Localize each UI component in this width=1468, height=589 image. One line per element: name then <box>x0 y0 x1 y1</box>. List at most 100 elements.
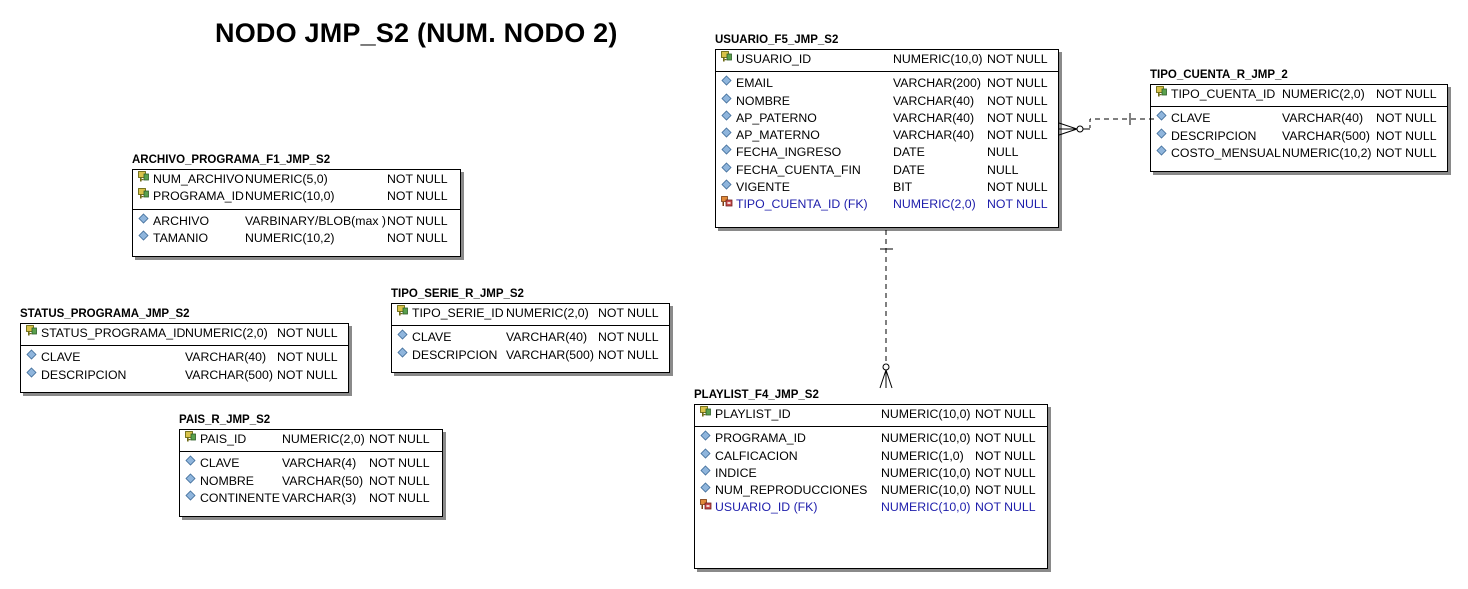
column-name: USUARIO_ID <box>736 52 812 66</box>
attribute-row[interactable]: CLAVE VARCHAR(40) NOT NULL <box>392 329 669 346</box>
primary-key-row[interactable]: TIPO_SERIE_ID NUMERIC(2,0) NOT NULL <box>392 305 669 322</box>
column-name: DESCRIPCION <box>412 347 498 362</box>
attribute-row[interactable]: NOMBRE VARCHAR(50) NOT NULL <box>180 473 442 490</box>
column-name: NOMBRE <box>736 93 790 108</box>
entity-tipo-serie[interactable]: TIPO_SERIE_R_JMP_S2 TIPO_SERIE_ID NUMERI… <box>391 287 670 373</box>
attribute-row[interactable]: DESCRIPCION VARCHAR(500) NOT NULL <box>392 347 669 364</box>
foreign-key-icon <box>700 499 712 510</box>
attribute-row[interactable]: AP_MATERNO VARCHAR(40) NOT NULL <box>716 127 1058 144</box>
column-nullability: NULL <box>987 162 1019 177</box>
entity-name: TIPO_SERIE_R_JMP_S2 <box>391 288 524 300</box>
column-nullability: NOT NULL <box>1376 145 1437 160</box>
attributes-section: PROGRAMA_ID NUMERIC(10,0) NOT NULL CALFI… <box>695 427 1047 516</box>
attribute-diamond-icon <box>700 448 711 459</box>
column-name: PROGRAMA_ID <box>153 189 244 204</box>
attribute-row[interactable]: INDICE NUMERIC(10,0) NOT NULL <box>695 465 1047 482</box>
entity-name: ARCHIVO_PROGRAMA_F1_JMP_S2 <box>132 154 331 166</box>
relationship-tipo-cuenta-usuario[interactable] <box>1058 113 1154 136</box>
attribute-row[interactable]: NUM_REPRODUCCIONES NUMERIC(10,0) NOT NUL… <box>695 482 1047 499</box>
attribute-diamond-icon <box>721 144 732 156</box>
column-nullability: NOT NULL <box>975 500 1036 515</box>
column-type: VARCHAR(40) <box>185 350 267 365</box>
attribute-row[interactable]: AP_PATERNO VARCHAR(40) NOT NULL <box>716 110 1058 127</box>
column-type: VARCHAR(40) <box>1282 111 1364 126</box>
attribute-diamond-icon <box>721 75 732 86</box>
column-type: NUMERIC(2,0) <box>1282 87 1365 101</box>
entity-box: TIPO_CUENTA_ID NUMERIC(2,0) NOT NULL CLA… <box>1150 84 1448 172</box>
column-nullability: NOT NULL <box>598 306 659 320</box>
foreign-key-row[interactable]: TIPO_CUENTA_ID (FK) NUMERIC(2,0) NOT NUL… <box>716 196 1058 213</box>
column-nullability: NOT NULL <box>369 456 430 471</box>
column-nullability: NOT NULL <box>387 230 448 245</box>
attributes-section: EMAIL VARCHAR(200) NOT NULL NOMBRE VARCH… <box>716 72 1058 213</box>
primary-key-section: NUM_ARCHIVO NUMERIC(5,0) NOT NULL PROGRA… <box>133 170 460 210</box>
entity-playlist[interactable]: PLAYLIST_F4_JMP_S2 PLAYLIST_ID NUMERIC(1… <box>694 388 1048 569</box>
primary-key-row[interactable]: PROGRAMA_ID NUMERIC(10,0) NOT NULL <box>133 188 460 205</box>
attribute-row[interactable]: NOMBRE VARCHAR(40) NOT NULL <box>716 93 1058 110</box>
attribute-row[interactable]: CLAVE VARCHAR(40) NOT NULL <box>21 349 348 366</box>
column-name: TAMANIO <box>153 230 209 245</box>
column-name: AP_PATERNO <box>736 110 817 125</box>
entity-box: USUARIO_ID NUMERIC(10,0) NOT NULL EMAIL … <box>715 49 1059 228</box>
column-nullability: NOT NULL <box>387 189 448 204</box>
column-name: FECHA_INGRESO <box>736 145 842 160</box>
entity-pais[interactable]: PAIS_R_JMP_S2 PAIS_ID NUMERIC(2,0) NOT N… <box>179 413 443 517</box>
attribute-row[interactable]: ARCHIVO VARBINARY/BLOB(max ) NOT NULL <box>133 213 460 230</box>
attribute-diamond-icon <box>397 329 408 340</box>
column-name: NUM_ARCHIVO <box>153 172 244 186</box>
column-name: PROGRAMA_ID <box>715 431 806 446</box>
primary-key-row[interactable]: USUARIO_ID NUMERIC(10,0) NOT NULL <box>716 51 1058 68</box>
primary-key-row[interactable]: PLAYLIST_ID NUMERIC(10,0) NOT NULL <box>695 406 1047 423</box>
attribute-row[interactable]: COSTO_MENSUAL NUMERIC(10,2) NOT NULL <box>1151 145 1447 162</box>
primary-key-section: TIPO_CUENTA_ID NUMERIC(2,0) NOT NULL <box>1151 85 1447 108</box>
entity-status-programa[interactable]: STATUS_PROGRAMA_JMP_S2 STATUS_PROGRAMA_I… <box>20 307 349 393</box>
primary-key-row[interactable]: TIPO_CUENTA_ID NUMERIC(2,0) NOT NULL <box>1151 86 1447 103</box>
column-type: VARCHAR(200) <box>893 76 981 91</box>
crow-foot-left <box>879 369 887 389</box>
column-type: NUMERIC(10,0) <box>881 407 971 421</box>
column-nullability: NOT NULL <box>975 465 1036 480</box>
column-nullability: NOT NULL <box>975 483 1036 498</box>
entity-usuario[interactable]: USUARIO_F5_JMP_S2 USUARIO_ID NUMERIC(10,… <box>715 33 1059 228</box>
attributes-section: CLAVE VARCHAR(4) NOT NULL NOMBRE VARCHAR… <box>180 452 442 507</box>
column-name: TIPO_CUENTA_ID (FK) <box>736 197 868 212</box>
attribute-diamond-icon <box>138 230 149 241</box>
column-name: PLAYLIST_ID <box>715 407 791 421</box>
column-type: VARCHAR(500) <box>185 367 273 382</box>
primary-key-row[interactable]: PAIS_ID NUMERIC(2,0) NOT NULL <box>180 431 442 448</box>
attribute-row[interactable]: CALFICACION NUMERIC(1,0) NOT NULL <box>695 448 1047 465</box>
column-name: COSTO_MENSUAL <box>1171 145 1281 160</box>
attribute-row[interactable]: DESCRIPCION VARCHAR(500) NOT NULL <box>1151 128 1447 145</box>
column-name: CONTINENTE <box>200 490 280 505</box>
attribute-row[interactable]: DESCRIPCION VARCHAR(500) NOT NULL <box>21 367 348 384</box>
attribute-row[interactable]: VIGENTE BIT NOT NULL <box>716 179 1058 196</box>
attribute-row[interactable]: EMAIL VARCHAR(200) NOT NULL <box>716 75 1058 92</box>
relationship-usuario-playlist[interactable] <box>879 230 893 389</box>
primary-key-row[interactable]: NUM_ARCHIVO NUMERIC(5,0) NOT NULL <box>133 171 460 188</box>
attributes-section: CLAVE VARCHAR(40) NOT NULL DESCRIPCION V… <box>1151 107 1447 162</box>
column-nullability: NOT NULL <box>1376 111 1437 126</box>
column-name: NOMBRE <box>200 473 254 488</box>
key-icon <box>138 188 149 199</box>
attribute-row[interactable]: CONTINENTE VARCHAR(3) NOT NULL <box>180 490 442 507</box>
entity-box: STATUS_PROGRAMA_ID NUMERIC(2,0) NOT NULL… <box>20 323 349 393</box>
attribute-row[interactable]: FECHA_CUENTA_FIN DATE NULL <box>716 162 1058 179</box>
column-nullability: NOT NULL <box>369 473 430 488</box>
column-type: NUMERIC(10,0) <box>893 52 983 66</box>
attribute-row[interactable]: TAMANIO NUMERIC(10,2) NOT NULL <box>133 230 460 247</box>
entity-archivo-programa[interactable]: ARCHIVO_PROGRAMA_F1_JMP_S2 NUM_ARCHIVO N… <box>132 153 461 257</box>
column-type: VARCHAR(40) <box>893 110 975 125</box>
foreign-key-row[interactable]: USUARIO_ID (FK) NUMERIC(10,0) NOT NULL <box>695 499 1047 516</box>
column-nullability: NOT NULL <box>1376 87 1437 101</box>
entity-name: PAIS_R_JMP_S2 <box>179 414 271 426</box>
attribute-row[interactable]: FECHA_INGRESO DATE NULL <box>716 144 1058 161</box>
attribute-row[interactable]: PROGRAMA_ID NUMERIC(10,0) NOT NULL <box>695 430 1047 447</box>
column-type: NUMERIC(2,0) <box>506 306 589 320</box>
primary-key-section: PLAYLIST_ID NUMERIC(10,0) NOT NULL <box>695 405 1047 428</box>
entity-tipo-cuenta[interactable]: TIPO_CUENTA_R_JMP_2 TIPO_CUENTA_ID NUMER… <box>1150 68 1448 172</box>
column-type: BIT <box>893 180 913 195</box>
attribute-row[interactable]: CLAVE VARCHAR(40) NOT NULL <box>1151 110 1447 127</box>
primary-key-row[interactable]: STATUS_PROGRAMA_ID NUMERIC(2,0) NOT NULL <box>21 325 348 342</box>
column-nullability: NOT NULL <box>1376 128 1437 143</box>
attribute-row[interactable]: CLAVE VARCHAR(4) NOT NULL <box>180 455 442 472</box>
